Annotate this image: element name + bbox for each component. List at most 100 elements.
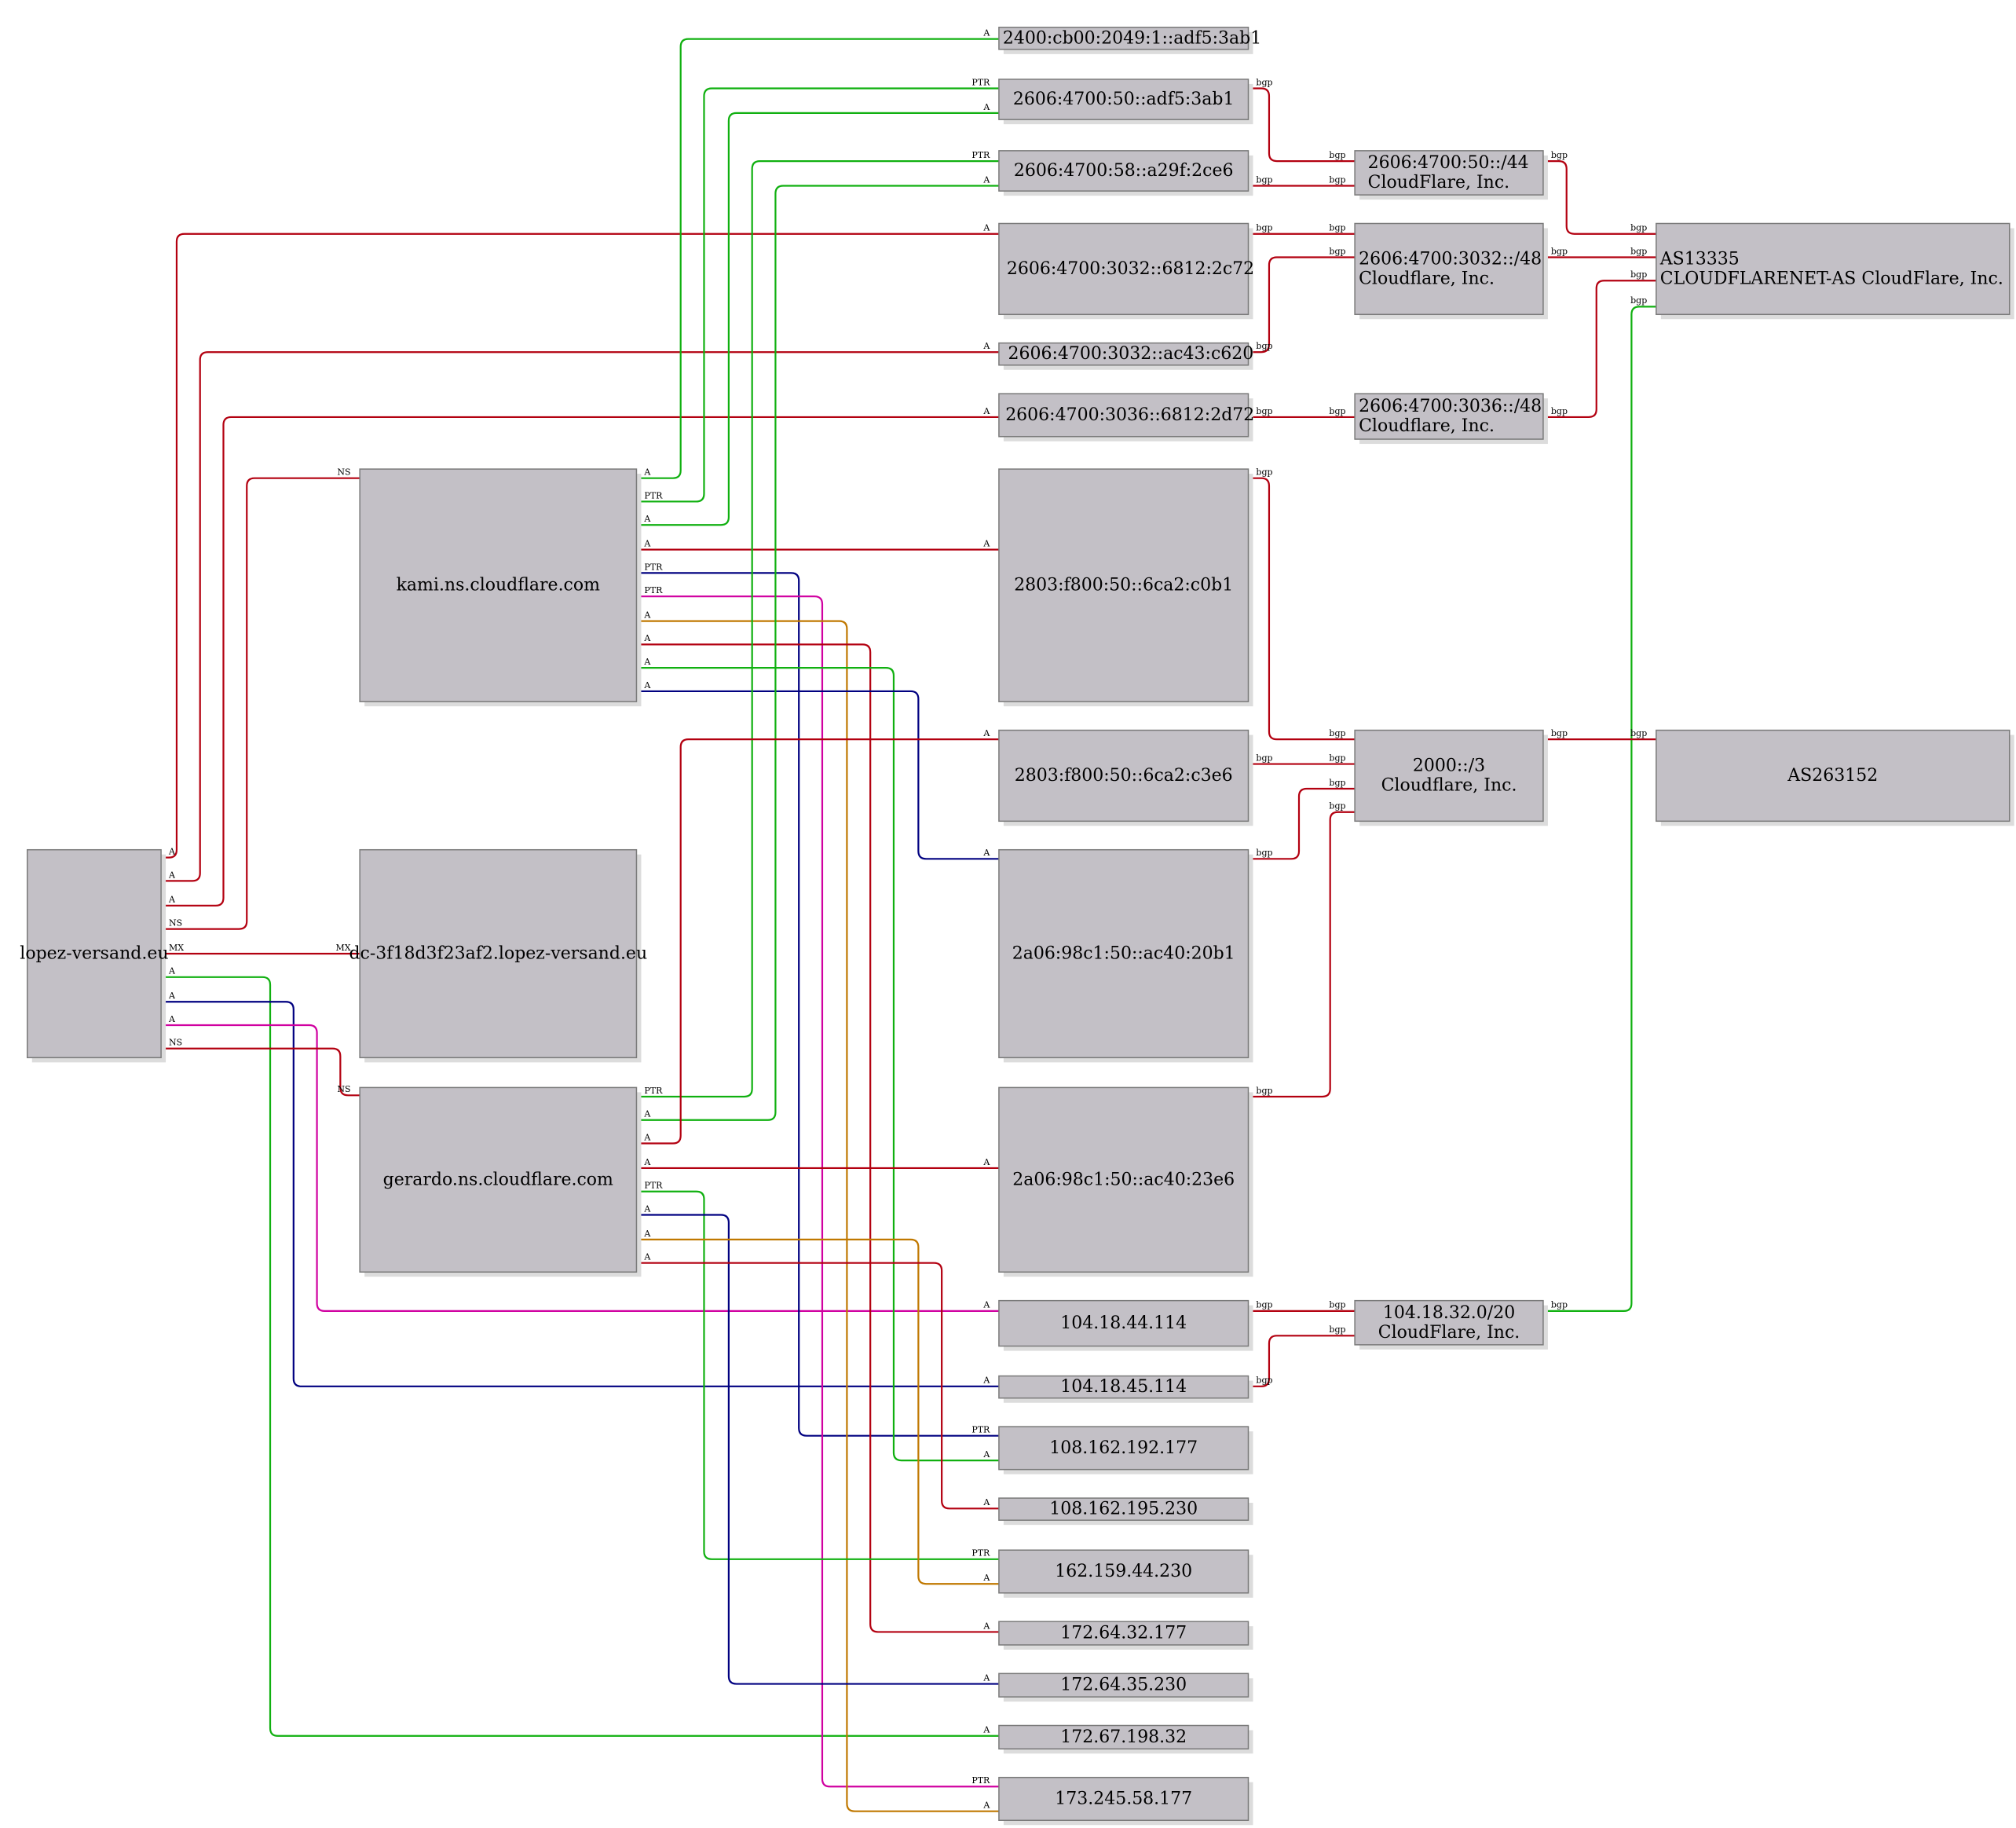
node-ip-108-195[interactable]: 108.162.195.230 — [998, 1497, 1253, 1526]
edge-line — [1248, 787, 1356, 860]
edge-source-label: PTR — [644, 490, 663, 500]
node-box — [998, 1724, 1249, 1750]
edge-source-label: PTR — [644, 1181, 663, 1191]
node-box — [998, 1086, 1249, 1273]
node-label: 2606:4700:3032::ac43:c620 — [1008, 344, 1254, 364]
node-box — [998, 1426, 1249, 1471]
edge-line — [636, 667, 999, 1462]
edge-a: AA — [636, 102, 999, 526]
node-ip-104-44[interactable]: 104.18.44.114 — [998, 1299, 1253, 1351]
edge-a: AA — [636, 174, 999, 1121]
node-box — [998, 1375, 1249, 1399]
node-as263152[interactable]: AS263152 — [1656, 729, 2014, 826]
edge-source-label: A — [643, 680, 651, 691]
edge-source-label: bgp — [1256, 341, 1272, 351]
edge-line — [161, 416, 999, 907]
node-ip-104-45[interactable]: 104.18.45.114 — [998, 1375, 1253, 1403]
edge-target-label: A — [982, 1801, 990, 1811]
node-v6-3036-6812[interactable]: 2606:4700:3036::6812:2d72 — [998, 393, 1254, 441]
edge-line — [1248, 256, 1356, 354]
edge-target-label: bgp — [1329, 223, 1345, 233]
node-box — [1354, 393, 1544, 440]
node-lopez[interactable]: lopez-versand.eu — [20, 848, 169, 1063]
node-label: 2000::/3 — [1413, 756, 1485, 775]
node-label: AS263152 — [1787, 766, 1878, 786]
edge-source-label: bgp — [1551, 246, 1568, 256]
node-label: 162.159.44.230 — [1055, 1562, 1192, 1581]
edge-a: AA — [636, 1203, 999, 1685]
edge-target-label: bgp — [1329, 778, 1345, 788]
edge-target-label: NS — [337, 1084, 350, 1094]
edge-target-label: A — [982, 27, 990, 38]
edge-source-label: A — [168, 895, 176, 905]
edge-line — [1248, 477, 1356, 741]
edge-source-label: NS — [169, 918, 182, 928]
node-label: Cloudflare, Inc. — [1359, 416, 1495, 436]
node-v6-2400[interactable]: 2400:cb00:2049:1::adf5:3ab1 — [998, 26, 1261, 54]
node-label: 2606:4700:3036::/48 — [1359, 397, 1542, 416]
edge-target-label: A — [982, 539, 990, 549]
node-v6-2606-58[interactable]: 2606:4700:58::a29f:2ce6 — [998, 150, 1253, 196]
node-v6-2a06-20b1[interactable]: 2a06:98c1:50::ac40:20b1 — [998, 848, 1253, 1063]
edge-source-label: A — [643, 1229, 651, 1239]
node-ip-108-192[interactable]: 108.162.192.177 — [998, 1426, 1253, 1474]
node-label: 108.162.192.177 — [1049, 1438, 1198, 1458]
edge-a: AA — [636, 1229, 999, 1585]
node-v6-3032-ac43[interactable]: 2606:4700:3032::ac43:c620 — [998, 342, 1254, 370]
edge-line — [636, 185, 999, 1121]
node-ip-172-32[interactable]: 172.64.32.177 — [998, 1621, 1253, 1650]
node-v6-2606-50[interactable]: 2606:4700:50::adf5:3ab1 — [998, 79, 1253, 125]
node-ip-172-67[interactable]: 172.67.198.32 — [998, 1724, 1253, 1754]
node-box — [1354, 150, 1544, 196]
edge-target-label: bgp — [1329, 728, 1345, 738]
edge-target-label: PTR — [971, 77, 990, 87]
edge-line — [1542, 280, 1656, 419]
edge-target-label: A — [982, 1157, 990, 1167]
node-label: 2a06:98c1:50::ac40:20b1 — [1012, 944, 1235, 964]
node-box — [998, 1497, 1249, 1521]
node-box — [998, 729, 1249, 822]
node-box — [998, 393, 1249, 438]
edge-line — [636, 595, 999, 1788]
edge-target-label: bgp — [1329, 753, 1345, 763]
node-dc[interactable]: dc-3f18d3f23af2.lopez-versand.eu — [349, 848, 647, 1063]
node-v6-2a06-23e6[interactable]: 2a06:98c1:50::ac40:23e6 — [998, 1086, 1253, 1277]
node-ip-173[interactable]: 173.245.58.177 — [998, 1776, 1253, 1826]
edge-line — [161, 233, 999, 859]
node-v6-2803-c3e6[interactable]: 2803:f800:50::6ca2:c3e6 — [998, 729, 1253, 826]
edge-a: AA — [161, 1014, 999, 1312]
edge-line — [161, 1024, 999, 1312]
node-ip-162[interactable]: 162.159.44.230 — [998, 1549, 1253, 1598]
node-v6-2803-c0b1[interactable]: 2803:f800:50::6ca2:c0b1 — [998, 468, 1253, 707]
edge-source-label: bgp — [1551, 728, 1568, 738]
edge-target-label: A — [982, 1621, 990, 1631]
edge-line — [1248, 87, 1356, 163]
node-box — [998, 342, 1249, 366]
edge-source-label: MX — [169, 943, 184, 953]
node-kami[interactable]: kami.ns.cloudflare.com — [359, 468, 642, 707]
node-ip-172-35[interactable]: 172.64.35.230 — [998, 1672, 1253, 1702]
edge-target-label: A — [982, 341, 990, 351]
node-box — [998, 1621, 1249, 1646]
node-gerardo[interactable]: gerardo.ns.cloudflare.com — [359, 1086, 642, 1277]
node-v6-3032-6812[interactable]: 2606:4700:3032::6812:2c72 — [998, 222, 1254, 320]
edge-source-label: bgp — [1256, 848, 1272, 858]
node-label: 2803:f800:50::6ca2:c3e6 — [1015, 766, 1233, 786]
